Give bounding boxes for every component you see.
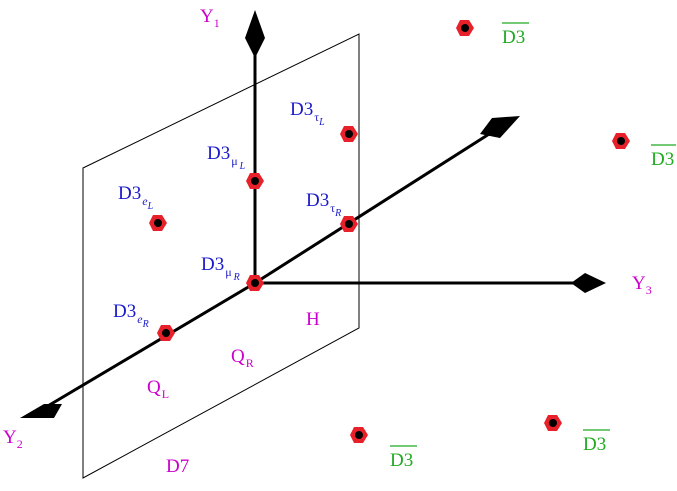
region-label-qr: QR [231,346,254,370]
axis-y2 [35,281,256,415]
d7-plane [82,33,360,479]
region-label-ql: QL [147,377,169,401]
anti-brane-label-3: D3 [390,445,417,471]
anti-brane-label-2: D3 [651,144,676,170]
plane-label-d7: D7 [166,456,189,477]
arrowhead-y2 [20,404,62,418]
arrowhead-diag-upper [480,116,520,138]
svg-text:D3: D3 [390,450,413,471]
anti-brane-marker-4 [544,415,562,431]
svg-text:D3: D3 [583,434,606,455]
brane-label-d3-eR: D3eR [113,301,149,330]
region-label-h: H [306,309,320,330]
axis-label-y2: Y2 [3,427,23,451]
anti-brane-marker-3 [350,427,368,443]
brane-d3-muL-marker [246,173,264,189]
anti-brane-marker-1 [456,20,474,36]
axis-label-y3: Y3 [632,273,652,297]
brane-label-d3-eL: D3eL [118,183,154,212]
arrowhead-y1 [245,10,265,58]
brane-label-d3-tauR: D3τR [306,190,341,219]
anti-brane-label-1: D3 [502,22,529,48]
axis-diag-upper [254,120,509,285]
anti-brane-marker-2 [612,133,630,149]
brane-d3-eL-marker [149,215,167,231]
svg-text:D3: D3 [502,27,525,48]
svg-text:D3: D3 [651,149,674,170]
brane-d3-tauL-marker [340,126,358,142]
anti-brane-label-4: D3 [583,429,610,455]
brane-d3-eR-marker [157,325,175,341]
brane-d3-muR-marker [246,275,264,291]
brane-d3-tauR-marker [340,216,358,232]
arrowhead-y3 [571,273,606,293]
axis-label-y1: Y1 [200,6,220,30]
brane-label-d3-tauL: D3τL [290,99,325,128]
